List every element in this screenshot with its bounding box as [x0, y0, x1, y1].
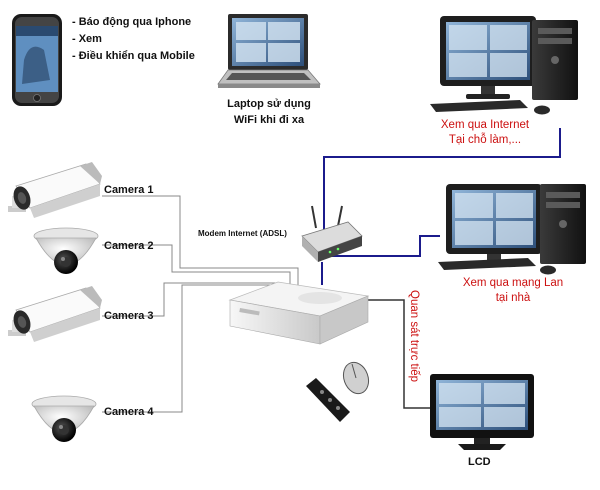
desktop-pc-internet-icon	[430, 16, 578, 115]
dome-camera-4-icon	[31, 395, 97, 442]
camera-2-label: Camera 2	[104, 240, 154, 252]
phone-feature-alarm: - Báo động qua Iphone	[72, 16, 192, 28]
camera-3-label: Camera 3	[104, 310, 154, 322]
phone-feature-view: - Xem	[72, 33, 102, 45]
camera-1-label: Camera 1	[104, 184, 154, 196]
modem-icon	[301, 205, 363, 262]
internet-caption-line1: Xem qua Internet	[440, 119, 530, 131]
lan-caption-line1: Xem qua mạng Lan	[462, 277, 564, 289]
lcd-monitor-icon	[430, 374, 534, 450]
laptop-caption-line1: Laptop sử dụng	[227, 98, 311, 110]
mouse-icon	[342, 361, 370, 395]
bullet-camera-1-icon	[8, 162, 102, 218]
dome-camera-2-icon	[33, 227, 99, 274]
camera-4-label: Camera 4	[104, 406, 154, 418]
lcd-cable	[352, 299, 432, 409]
internet-caption: Xem qua Internet Tại chỗ làm,...	[420, 118, 550, 148]
laptop-caption-line2: WiFi khi đi xa	[233, 114, 305, 126]
phone-feature-control: - Điều khiển qua Mobile	[72, 50, 195, 62]
remote-control-icon	[306, 378, 350, 422]
laptop-caption: Laptop sử dụng WiFi khi đi xa	[214, 96, 324, 128]
bullet-camera-3-icon	[8, 286, 102, 342]
lan-caption-line2: tại nhà	[495, 292, 531, 304]
desktop-pc-lan-icon	[438, 184, 586, 275]
dvr-recorder-icon	[228, 281, 370, 345]
network-lines	[321, 128, 561, 285]
lan-caption: Xem qua mạng Lan tại nhà	[448, 276, 578, 306]
modem-label: Modem Internet (ADSL)	[198, 229, 287, 238]
internet-caption-line2: Tại chỗ làm,...	[448, 134, 522, 146]
lcd-label: LCD	[468, 456, 491, 468]
iphone-icon	[12, 14, 62, 106]
laptop-icon	[217, 14, 321, 88]
phone-feature-list: - Báo động qua Iphone - Xem - Điều khiển…	[72, 14, 195, 65]
live-monitoring-label: Quan sát trực tiếp	[408, 290, 420, 383]
